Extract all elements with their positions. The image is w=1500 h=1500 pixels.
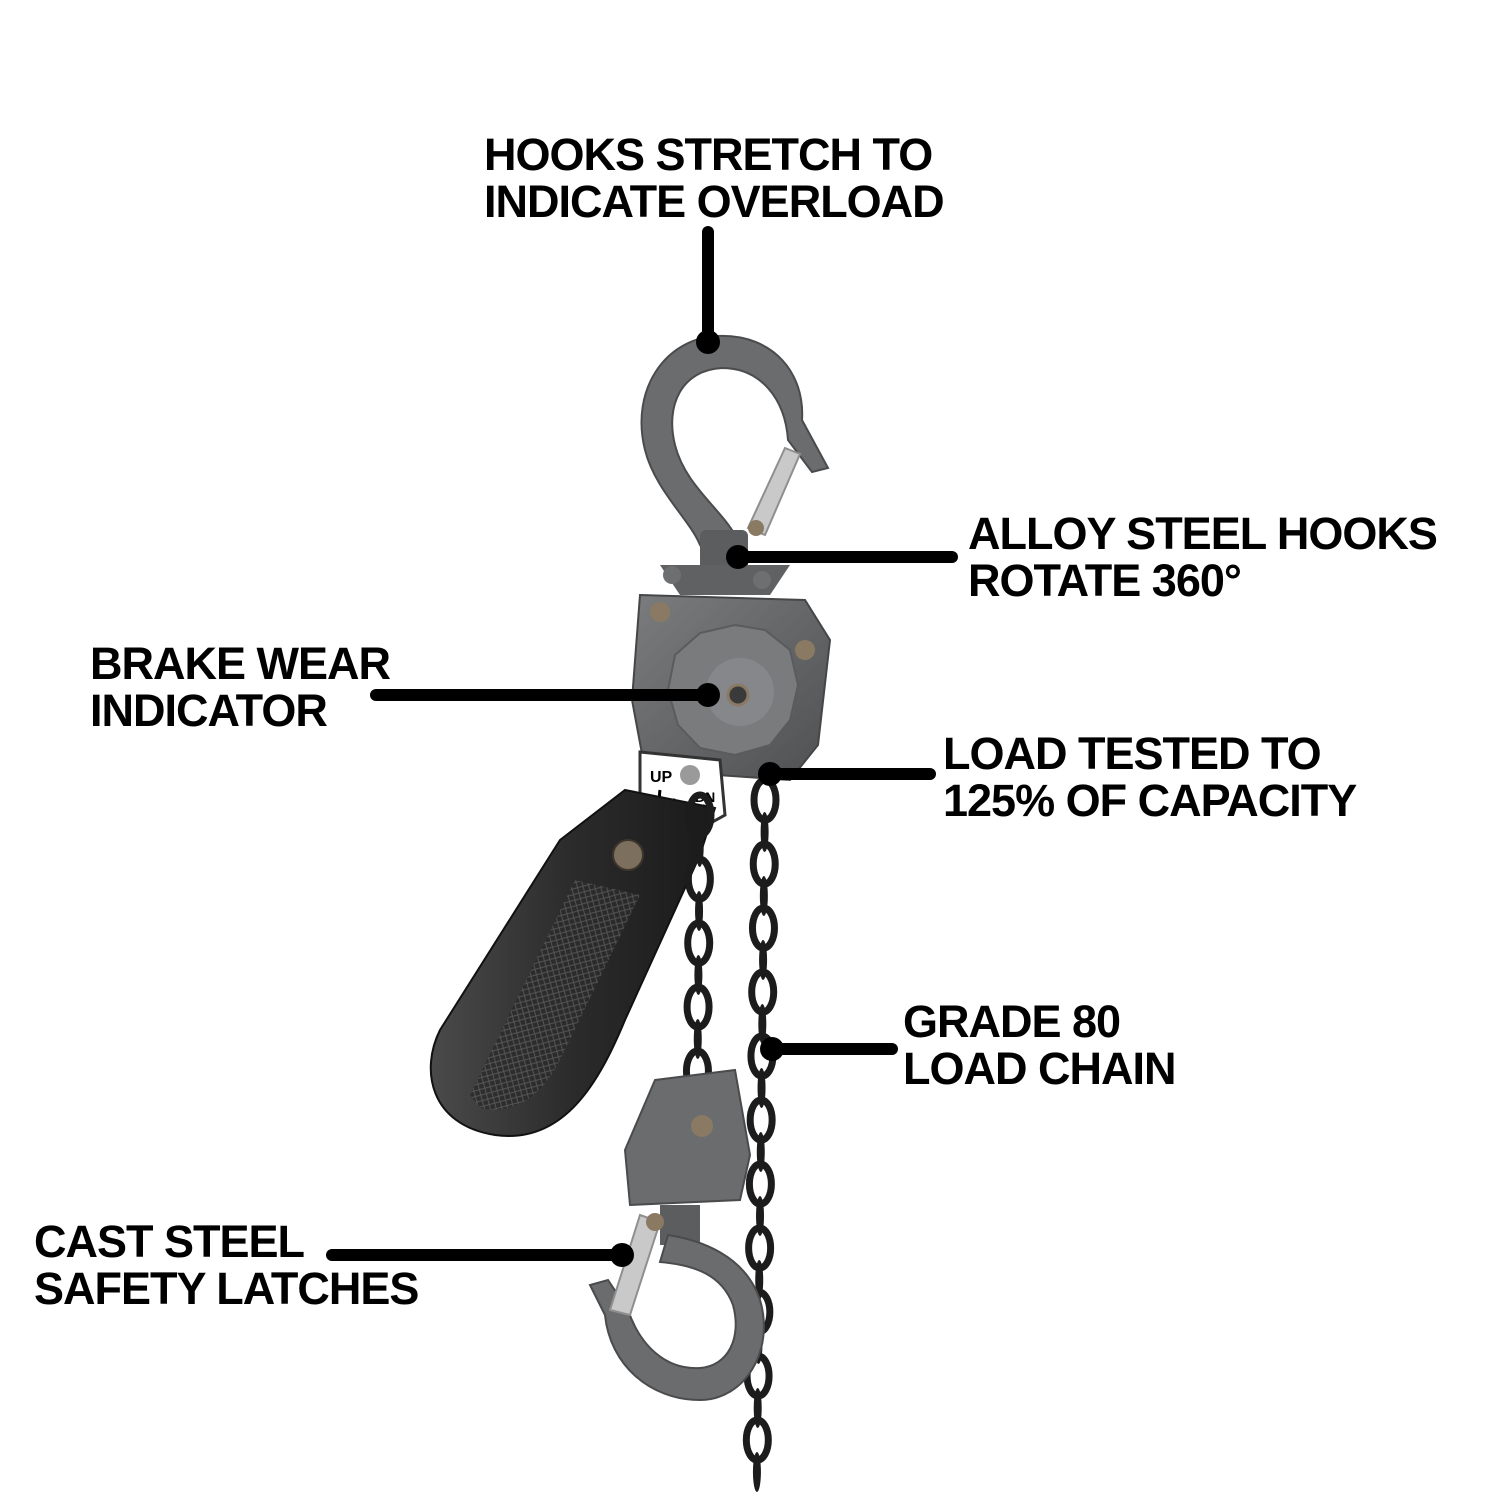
callout-brake-wear: BRAKE WEAR INDICATOR <box>90 638 391 736</box>
bolt-icon <box>650 602 670 622</box>
hoist-body <box>630 593 832 782</box>
callout-hooks-overload: HOOKS STRETCH TO INDICATE OVERLOAD <box>484 129 945 227</box>
callout-line: LOAD TESTED TO <box>943 728 1322 779</box>
callout-line: ALLOY STEEL HOOKS <box>968 508 1438 559</box>
chain-link <box>752 1452 761 1492</box>
callout-line: ROTATE 360° <box>968 555 1242 606</box>
bolt-icon <box>795 640 815 660</box>
callout-load-tested: LOAD TESTED TO 125% OF CAPACITY <box>943 728 1357 826</box>
callout-line: GRADE 80 <box>903 996 1121 1047</box>
bolt-icon <box>691 1115 713 1137</box>
leader-lines <box>326 226 958 1267</box>
lever-handle <box>429 788 717 1138</box>
load-chain <box>742 776 780 1492</box>
callout-alloy-hooks: ALLOY STEEL HOOKS ROTATE 360° <box>968 508 1438 606</box>
selector-up-label: UP <box>650 769 673 786</box>
callout-line: 125% OF CAPACITY <box>943 775 1357 826</box>
leader-brake-wear <box>370 683 720 707</box>
latch-bolt-icon <box>748 520 764 536</box>
top-hook <box>640 334 830 595</box>
callout-line: HOOKS STRETCH TO <box>484 129 933 180</box>
callout-load-chain: GRADE 80 LOAD CHAIN <box>903 996 1176 1094</box>
leader-load-tested <box>758 762 936 786</box>
callout-line: SAFETY LATCHES <box>34 1263 419 1314</box>
leader-safety-latches <box>326 1243 634 1267</box>
handle-bolt-icon <box>612 839 644 871</box>
callout-line: INDICATE OVERLOAD <box>484 176 945 227</box>
callout-line: CAST STEEL <box>34 1216 305 1267</box>
bottom-hook <box>588 1213 765 1402</box>
leader-alloy-hooks <box>726 545 958 569</box>
callout-safety-latches: CAST STEEL SAFETY LATCHES <box>34 1216 419 1314</box>
leader-load-chain <box>760 1037 898 1061</box>
brake-wear-indicator-icon <box>726 683 750 707</box>
latch-bolt-icon <box>646 1213 664 1231</box>
leader-hooks-overload <box>696 226 720 354</box>
callout-line: LOAD CHAIN <box>903 1043 1176 1094</box>
callout-line: INDICATOR <box>90 685 328 736</box>
callout-line: BRAKE WEAR <box>90 638 391 689</box>
